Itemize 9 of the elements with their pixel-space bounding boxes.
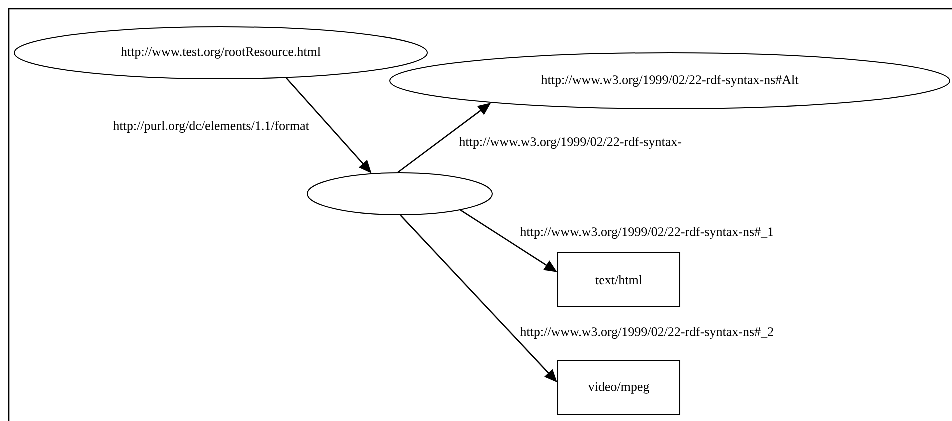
edge-label: http://www.w3.org/1999/02/22-rdf-syntax-ns#_2 [519,326,776,340]
literal-box: video/mpeg [558,360,680,416]
edge-label: http://www.w3.org/1999/02/22-rdf-syntax- [458,136,683,150]
edge-label: http://www.w3.org/1999/02/22-rdf-syntax-ns#_1 [519,226,776,240]
edge-label: http://purl.org/dc/elements/1.1/format [112,120,310,134]
literal-box: text/html [558,252,680,308]
ellipse-node: http://www.w3.org/1999/02/22-rdf-syntax-ns#Alt [390,52,951,110]
ellipse-node [307,172,493,216]
ellipse-node: http://www.test.org/rootResource.html [14,26,428,80]
